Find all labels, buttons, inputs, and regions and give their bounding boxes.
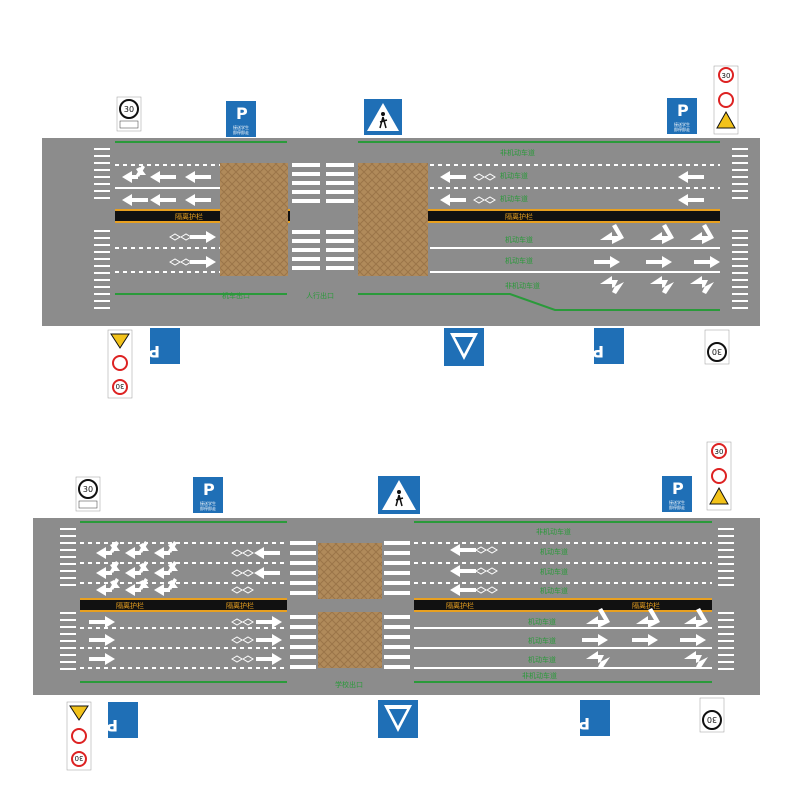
lane-label: 机动车道: [528, 655, 556, 664]
svg-text:30: 30: [715, 448, 724, 456]
school-sign-stack: 30: [713, 65, 739, 135]
svg-text:P: P: [236, 104, 248, 123]
barrier-label: 隔离护栏: [446, 601, 474, 610]
svg-text:P: P: [106, 716, 118, 735]
parking-sign: P 接送学生 即停即走: [667, 98, 697, 134]
pedestrian-crossing-sign: [378, 476, 420, 514]
svg-text:30: 30: [116, 382, 125, 390]
lane-label: 机动车道: [540, 547, 568, 556]
speed-limit-sign: 30: [75, 476, 101, 512]
pedestrian-crossing-sign: [364, 99, 402, 135]
exit-label: 机车出口: [222, 291, 250, 300]
parking-sign: P: [578, 700, 610, 736]
barrier-label: 隔离护栏: [632, 601, 660, 610]
barrier-strip: [80, 598, 712, 612]
exit-label: 人行出口: [306, 291, 334, 300]
lane-label: 非机动车道: [505, 281, 540, 290]
zebra-crossing: [290, 541, 410, 669]
turn-arrows: [600, 224, 714, 294]
hatched-zone: [220, 163, 288, 276]
exit-label: 学校出口: [335, 680, 363, 689]
school-sign-stack: 30: [706, 441, 732, 511]
parking-sign: P: [148, 328, 180, 364]
svg-text:即停即走: 即停即走: [669, 504, 685, 510]
end-stripes-left: [94, 148, 110, 309]
lane-label: 机动车道: [500, 171, 528, 180]
speed-limit-sign: 30: [704, 329, 730, 365]
turn-arrows: [586, 608, 708, 669]
svg-text:30: 30: [75, 754, 84, 762]
svg-text:30: 30: [83, 485, 93, 494]
school-sign-stack: 30: [107, 329, 133, 399]
hatched-zone: [318, 543, 382, 599]
yield-pedestrian-sign: [444, 328, 484, 366]
svg-text:即停即走: 即停即走: [674, 126, 690, 132]
lane-label: 非机动车道: [536, 527, 571, 536]
barrier-label: 隔离护栏: [116, 601, 144, 610]
end-stripes-right: [718, 528, 734, 670]
hatched-zone: [358, 163, 428, 276]
svg-text:即停即走: 即停即走: [233, 129, 249, 135]
speed-limit-sign: 30: [116, 96, 142, 132]
lane-label: 非机动车道: [522, 671, 557, 680]
svg-text:接送学生: 接送学生: [669, 499, 685, 505]
lane-lines: [115, 164, 720, 273]
lane-lines: [80, 542, 712, 669]
parking-sign: P 接送学生 即停即走: [193, 477, 223, 513]
yield-pedestrian-sign: [378, 700, 418, 738]
lane-label: 机动车道: [540, 586, 568, 595]
school-sign-stack: 30: [66, 701, 92, 771]
svg-text:30: 30: [707, 715, 717, 724]
svg-text:30: 30: [124, 105, 134, 114]
svg-text:30: 30: [722, 72, 731, 80]
svg-text:P: P: [148, 342, 160, 361]
lane-label: 机动车道: [505, 256, 533, 265]
parking-sign: P 接送学生 即停即走: [226, 101, 256, 137]
svg-text:接送学生: 接送学生: [674, 121, 690, 127]
lane-label: 机动车道: [528, 617, 556, 626]
green-lane-line: [358, 293, 720, 311]
svg-text:即停即走: 即停即走: [200, 505, 216, 511]
lane-label: 非机动车道: [500, 148, 535, 157]
end-stripes-left: [60, 528, 76, 670]
lane-label: 机动车道: [505, 235, 533, 244]
zebra-crossing: [292, 163, 354, 270]
svg-text:P: P: [203, 480, 215, 499]
speed-limit-sign: 30: [699, 697, 725, 733]
parking-sign: P: [106, 702, 138, 738]
lane-label: 机动车道: [528, 636, 556, 645]
parking-sign: P 接送学生 即停即走: [662, 476, 692, 512]
svg-text:30: 30: [712, 347, 722, 356]
barrier-label: 隔离护栏: [175, 212, 203, 221]
diagram-1: 非机动车道 机动车道 机动车道 机动车道 机动车道 非机动车道 机车出口 人行出…: [42, 65, 760, 399]
diagram-2: 非机动车道 机动车道 机动车道 机动车道 机动车道 机动车道 机动车道 非机动车…: [33, 441, 760, 771]
svg-text:P: P: [677, 101, 689, 120]
end-stripes-right: [732, 148, 748, 309]
hatched-zone: [318, 612, 382, 668]
svg-text:接送学生: 接送学生: [200, 500, 216, 506]
barrier-label: 隔离护栏: [226, 601, 254, 610]
svg-text:P: P: [592, 342, 604, 361]
lane-label: 机动车道: [540, 567, 568, 576]
parking-sign: P: [592, 328, 624, 364]
svg-text:P: P: [672, 479, 684, 498]
svg-text:接送学生: 接送学生: [233, 124, 249, 130]
lane-label: 机动车道: [500, 194, 528, 203]
barrier-label: 隔离护栏: [505, 212, 533, 221]
svg-text:P: P: [578, 714, 590, 733]
